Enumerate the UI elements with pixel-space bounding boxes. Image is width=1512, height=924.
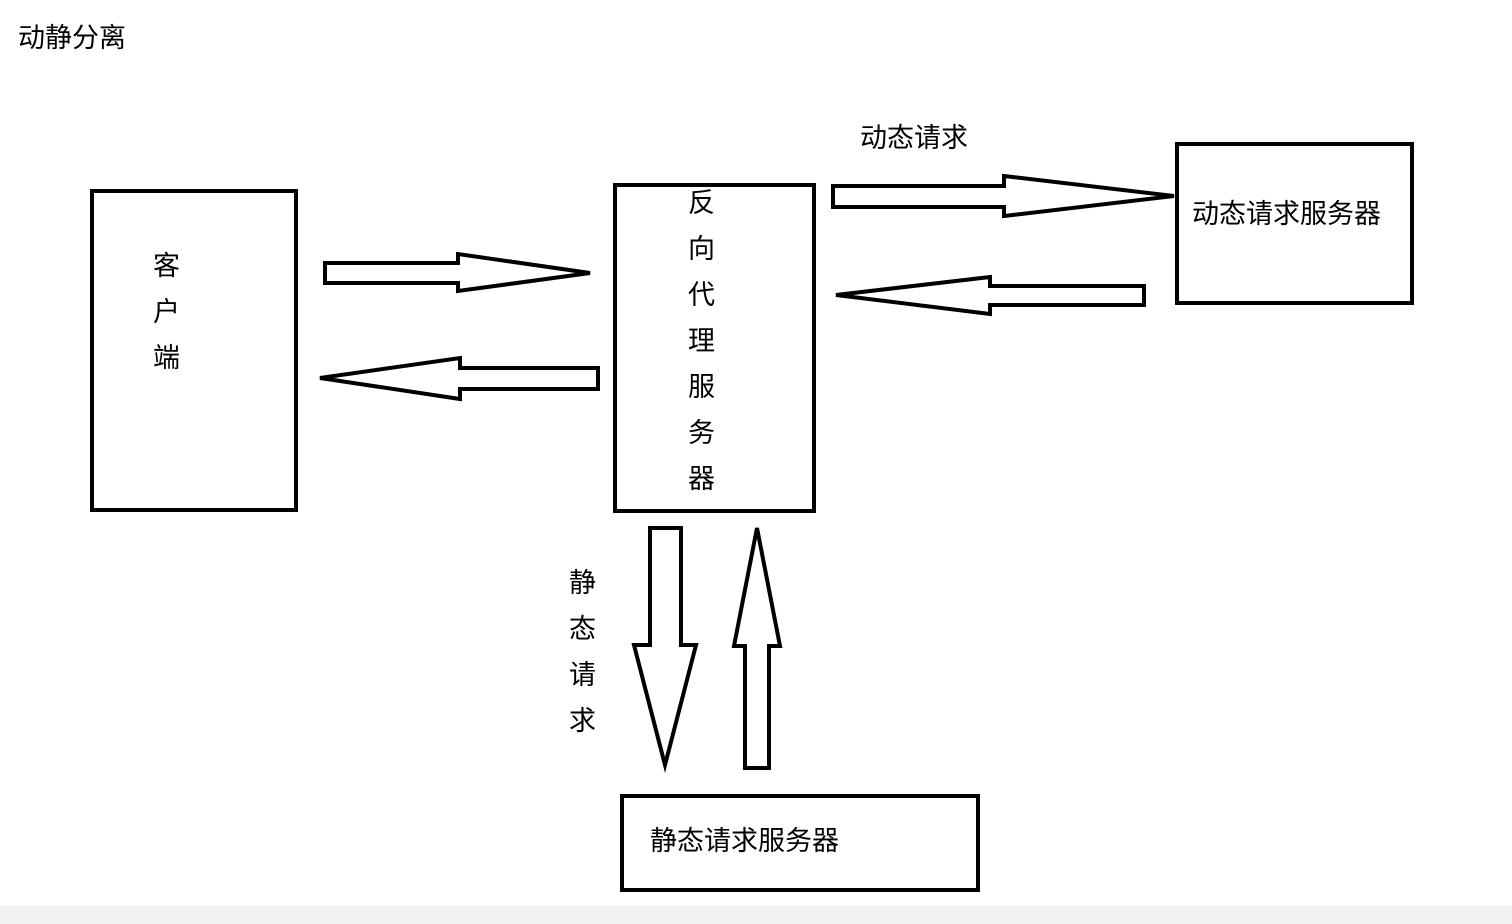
footer-bar	[0, 906, 1512, 924]
static-server-label: 静态请求服务器	[650, 826, 839, 857]
static-request-label: 静态请求	[564, 568, 595, 752]
static-server-box	[620, 794, 980, 892]
client-label: 客户端	[148, 251, 179, 389]
dynamic-request-label: 动态请求	[860, 123, 968, 154]
dynamic-server-box	[1175, 142, 1414, 305]
dynamic-server-label: 动态请求服务器	[1192, 199, 1381, 230]
reverse-proxy-label: 反向代理服务器	[683, 188, 714, 510]
dynamic-to-proxy-arrow	[835, 274, 1146, 317]
reverse-proxy-box	[613, 183, 816, 513]
diagram-title: 动静分离	[18, 23, 126, 54]
proxy-to-dynamic-arrow	[831, 173, 1175, 219]
client-to-proxy-arrow	[323, 251, 591, 294]
static-to-proxy-arrow	[731, 527, 783, 770]
client-box	[90, 189, 298, 512]
proxy-to-static-arrow	[631, 526, 699, 773]
proxy-to-client-arrow	[319, 355, 600, 402]
